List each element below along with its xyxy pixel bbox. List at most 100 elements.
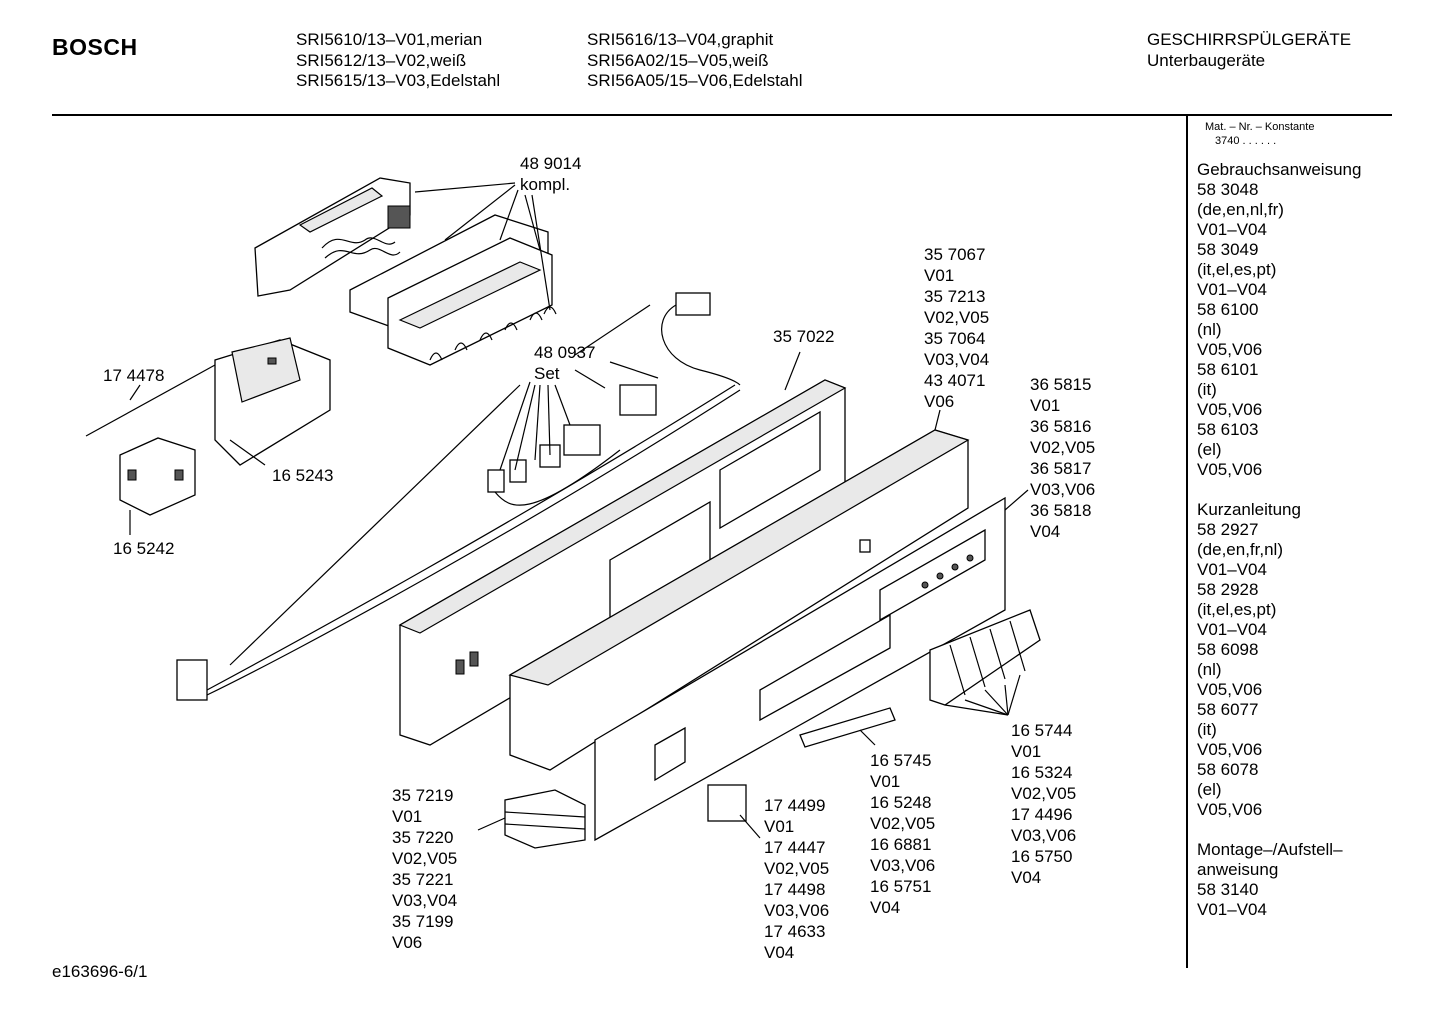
model-line: SRI56A05/15–V06,Edelstahl [587, 71, 803, 90]
part-number: 36 5816 [1030, 417, 1092, 436]
documentation-line: V05,V06 [1197, 680, 1263, 699]
spacer [1197, 820, 1361, 840]
label-174478: 17 4478 [103, 365, 164, 386]
documentation-line: (nl) [1197, 660, 1222, 679]
documentation-line: (it,el,es,pt) [1197, 260, 1277, 279]
rod-part [85, 364, 216, 437]
sidebar-divider [1186, 116, 1188, 968]
model-list-1: SRI5610/13–V01,merian SRI5612/13–V02,wei… [296, 30, 500, 92]
part-number: 16 5324 [1011, 763, 1073, 782]
documentation-line: anweisung [1197, 860, 1279, 879]
part-number: 35 7213 [924, 287, 986, 306]
documentation-line: V05,V06 [1197, 800, 1263, 819]
variant: V02,V05 [764, 859, 830, 878]
document-id: e163696-6/1 [52, 962, 148, 981]
control-board-assembly [254, 177, 557, 366]
documentation-line: (it) [1197, 380, 1217, 399]
part-number: 16 5243 [272, 466, 334, 485]
documentation-line: (el) [1197, 780, 1222, 799]
documentation-line: (de,en,nl,fr) [1197, 200, 1284, 219]
part-number: 16 5745 [870, 751, 932, 770]
leader-lines [129, 182, 1029, 839]
part-number: 35 7022 [773, 327, 835, 346]
part-number: 35 7220 [392, 828, 454, 847]
variant: V04 [870, 898, 901, 917]
header-divider [52, 114, 1392, 116]
documentation-line: 58 3048 [1197, 180, 1259, 199]
label-174499: 17 4499 V01 17 4447 V02,V05 17 4498 V03,… [764, 795, 829, 963]
variant: V02,V05 [1011, 784, 1077, 803]
documentation-line: (it) [1197, 720, 1217, 739]
variant: V06 [392, 933, 423, 952]
variant: V02,V05 [392, 849, 458, 868]
label-357067: 35 7067 V01 35 7213 V02,V05 35 7064 V03,… [924, 244, 989, 412]
switch-holder [214, 337, 331, 466]
label-165242: 16 5242 [113, 538, 174, 559]
documentation-line: V01–V04 [1197, 900, 1267, 919]
variant: V03,V06 [1030, 480, 1096, 499]
label-365815: 36 5815 V01 36 5816 V02,V05 36 5817 V03,… [1030, 374, 1095, 542]
documentation-line: (nl) [1197, 320, 1222, 339]
part-number: 36 5815 [1030, 375, 1092, 394]
part-number: 17 4633 [764, 922, 826, 941]
label-165744: 16 5744 V01 16 5324 V02,V05 17 4496 V03,… [1011, 720, 1076, 888]
button-row [929, 609, 1041, 706]
documentation-line: Montage–/Aufstell– [1197, 840, 1343, 859]
part-number: 16 5750 [1011, 847, 1073, 866]
front-cover [594, 496, 1006, 842]
documentation-line: 58 6100 [1197, 300, 1259, 319]
category-heading: GESCHIRRSPÜLGERÄTE Unterbaugeräte [1147, 30, 1351, 71]
cable-set [176, 292, 741, 701]
variant: V02,V05 [870, 814, 936, 833]
documentation-line: V05,V06 [1197, 400, 1263, 419]
part-number: 48 0937 [534, 343, 596, 362]
variant: V01 [1030, 396, 1061, 415]
documentation-line: V01–V04 [1197, 560, 1267, 579]
part-number: 17 4478 [103, 366, 165, 385]
variant: V03,V04 [924, 350, 990, 369]
variant: V03,V06 [870, 856, 936, 875]
variant: V01 [764, 817, 795, 836]
model-line: SRI5615/13–V03,Edelstahl [296, 71, 501, 90]
documentation-line: Kurzanleitung [1197, 500, 1301, 519]
label-165243: 16 5243 [272, 465, 333, 486]
documentation-line: 58 6101 [1197, 360, 1259, 379]
documentation-line: V01–V04 [1197, 280, 1267, 299]
category-subtitle: Unterbaugeräte [1147, 50, 1266, 70]
variant: V03,V04 [392, 891, 458, 910]
variant: V06 [924, 392, 955, 411]
part-number: 17 4447 [764, 838, 826, 857]
spacer [1197, 480, 1361, 500]
category-title: GESCHIRRSPÜLGERÄTE [1147, 30, 1352, 49]
part-number: 48 9014 [520, 154, 582, 173]
variant: V01 [1011, 742, 1042, 761]
variant: V01 [392, 807, 423, 826]
part-number: 35 7221 [392, 870, 454, 889]
part-note: kompl. [520, 175, 571, 194]
variant: V04 [1011, 868, 1042, 887]
part-number: 43 4071 [924, 371, 986, 390]
variant: V03,V06 [1011, 826, 1077, 845]
documentation-line: 58 6077 [1197, 700, 1259, 719]
variant: V01 [924, 266, 955, 285]
part-number: 16 5744 [1011, 721, 1073, 740]
label-165745: 16 5745 V01 16 5248 V02,V05 16 6881 V03,… [870, 750, 935, 918]
part-number: 36 5818 [1030, 501, 1092, 520]
label-357219: 35 7219 V01 35 7220 V02,V05 35 7221 V03,… [392, 785, 457, 953]
variant: V03,V06 [764, 901, 830, 920]
variant: V04 [764, 943, 795, 962]
main-panel-frame [398, 379, 847, 746]
documentation-line: V05,V06 [1197, 740, 1263, 759]
switch-block [119, 437, 196, 516]
documentation-line: 58 6098 [1197, 640, 1259, 659]
exploded-view-drawing [85, 177, 1041, 849]
trim-stack [504, 789, 586, 849]
variant: V01 [870, 772, 901, 791]
part-number: 36 5817 [1030, 459, 1092, 478]
part-number: 35 7064 [924, 329, 986, 348]
documentation-line: V01–V04 [1197, 220, 1267, 239]
documentation-line: 58 3140 [1197, 880, 1259, 899]
label-480937: 48 0937 Set [534, 342, 595, 384]
variant: V04 [1030, 522, 1061, 541]
mat-nr-label: Mat. – Nr. – Konstante [1205, 121, 1315, 133]
